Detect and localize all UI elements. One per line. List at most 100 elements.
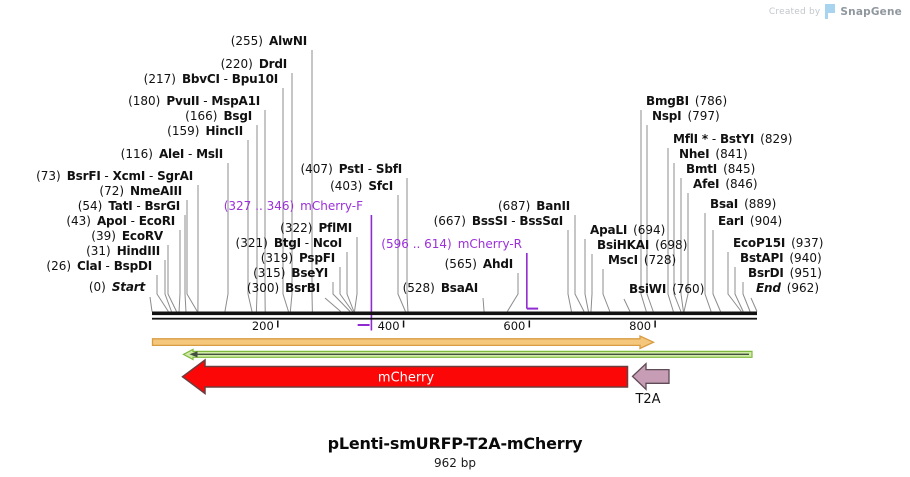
site-leader-line <box>506 273 519 312</box>
enzyme-site-label[interactable]: (403) SfcI <box>330 179 393 193</box>
site-leader-line <box>149 296 153 312</box>
enzyme-site-label[interactable]: (565) AhdI <box>444 257 514 271</box>
site-leader-line <box>332 282 351 312</box>
site-leader-line <box>397 195 406 312</box>
enzyme-site-label[interactable]: NspI (797) <box>652 109 720 123</box>
site-leader-line <box>584 239 589 312</box>
site-leader-line <box>750 297 758 312</box>
site-leader-line <box>339 267 354 312</box>
site-leader-line <box>164 260 172 312</box>
sequence-ruler-line <box>152 311 757 316</box>
enzyme-site-label[interactable]: (0) Start <box>88 280 145 294</box>
enzyme-site-label[interactable]: NheI (841) <box>679 147 748 161</box>
enzyme-site-label[interactable]: (217) BbvCI - Bpu10I <box>143 72 279 86</box>
enzyme-site-label[interactable]: BsiHKAI (698) <box>597 238 688 252</box>
enzyme-site-label[interactable]: (180) PvuII - MspA1I <box>128 94 260 108</box>
enzyme-site-label[interactable]: (73) BsrFI - XcmI - SgrAI <box>36 169 193 183</box>
enzyme-site-label[interactable]: (321) BtgI - NcoI <box>235 236 343 250</box>
snapgene-branding: Created by SnapGene <box>769 4 902 19</box>
site-leader-line <box>640 110 647 312</box>
snapgene-brand-text: SnapGene <box>840 5 902 18</box>
enzyme-site-label[interactable]: (300) BsrBI <box>246 281 320 295</box>
site-leader-line <box>590 254 593 312</box>
site-leader-line <box>623 298 631 312</box>
map-footer: pLenti-smURFP-T2A-mCherry 962 bp <box>0 434 910 470</box>
enzyme-site-label[interactable]: BstAPI (940) <box>740 251 822 265</box>
enzyme-site-label[interactable]: End (962) <box>756 281 820 295</box>
enzyme-site-label[interactable]: (116) AleI - MslI <box>120 147 224 161</box>
site-leader-line <box>324 297 341 312</box>
enzyme-site-label[interactable]: (43) ApoI - EcoRI <box>66 214 175 228</box>
site-leader-line <box>680 178 684 312</box>
enzyme-site-label[interactable]: (31) HindIII <box>86 244 160 258</box>
site-leader-line <box>289 73 293 312</box>
enzyme-site-label[interactable]: AfeI (846) <box>693 177 758 191</box>
enzyme-site-label[interactable]: EarI (904) <box>718 214 783 228</box>
enzyme-site-label[interactable]: (687) BanII <box>498 199 570 213</box>
enzyme-site-label[interactable]: (166) BsgI <box>185 109 252 123</box>
enzyme-site-label[interactable]: ApaLI (694) <box>590 223 666 237</box>
site-leader-line <box>346 252 355 312</box>
site-leader-line <box>683 193 689 312</box>
site-leader-line <box>574 215 585 312</box>
enzyme-site-label[interactable]: BmgBI (786) <box>646 94 728 108</box>
enzyme-site-label[interactable]: EcoP15I (937) <box>733 236 824 250</box>
site-leader-line <box>167 245 177 312</box>
site-leader-line <box>406 178 409 312</box>
site-leader-line <box>156 275 169 312</box>
feature-label-t2a: T2A <box>634 392 660 407</box>
feature-arrow-mcherry[interactable] <box>181 358 629 395</box>
site-leader-line <box>282 88 289 312</box>
enzyme-site-label[interactable]: (528) BsaAI <box>402 281 479 295</box>
plasmid-length: 962 bp <box>434 456 476 470</box>
feature-arrow-orange-track[interactable] <box>151 334 656 350</box>
enzyme-site-label[interactable]: BsrDI (951) <box>748 266 822 280</box>
site-leader-line <box>247 140 253 312</box>
feature-label-mcherry: mCherry <box>378 371 434 386</box>
enzyme-site-label[interactable]: (315) BseYI <box>253 266 328 280</box>
enzyme-site-label[interactable]: (322) PflMI <box>280 221 352 235</box>
enzyme-site-label[interactable]: (26) ClaI - BspDI <box>46 259 152 273</box>
enzyme-site-label[interactable]: BsiWI (760) <box>629 282 705 296</box>
green-track-inner-arrowhead <box>189 351 198 358</box>
site-leader-line <box>704 213 712 312</box>
enzyme-site-label[interactable]: (159) HincII <box>167 124 243 138</box>
sequence-ruler-line-bottom <box>152 317 757 320</box>
enzyme-site-label[interactable]: (667) BssSI - BssSαI <box>433 214 564 228</box>
site-leader-line <box>184 215 187 312</box>
enzyme-site-label[interactable]: MflI * - BstYI (829) <box>673 132 793 146</box>
enzyme-site-label[interactable]: (319) PspFI <box>260 251 335 265</box>
site-leader-line <box>567 230 572 312</box>
site-leader-line <box>354 237 358 312</box>
site-leader-line <box>712 230 721 312</box>
snapgene-logo-icon <box>825 4 836 19</box>
site-leader-line <box>742 282 751 312</box>
site-leader-line <box>673 163 682 312</box>
site-leader-line <box>224 163 229 312</box>
enzyme-site-label[interactable]: (54) TatI - BsrGI <box>77 199 180 213</box>
primer-label-mcherry-r[interactable]: (596 .. 614) mCherry-R <box>381 237 522 251</box>
site-leader-line <box>734 267 744 312</box>
site-leader-line <box>178 230 181 312</box>
enzyme-site-label[interactable]: (255) AlwNI <box>230 34 307 48</box>
created-by-text: Created by <box>768 6 821 17</box>
enzyme-site-label[interactable]: (220) DrdI <box>220 57 288 71</box>
site-leader-line <box>255 125 258 312</box>
enzyme-site-label[interactable]: (407) PstI - SbfI <box>300 162 402 176</box>
enzyme-site-label[interactable]: BsaI (889) <box>710 197 777 211</box>
site-leader-line <box>602 269 611 312</box>
plasmid-title: pLenti-smURFP-T2A-mCherry <box>327 434 583 453</box>
site-leader-line <box>667 148 674 312</box>
site-leader-line <box>186 200 198 312</box>
enzyme-site-label[interactable]: BmtI (845) <box>686 162 756 176</box>
primer-label-mcherry-f[interactable]: (327 .. 346) mCherry-F <box>223 199 363 213</box>
site-leader-line <box>727 252 742 312</box>
enzyme-site-label[interactable]: MscI (728) <box>608 253 677 267</box>
site-leader-line <box>646 125 654 312</box>
enzyme-site-label[interactable]: (39) EcoRV <box>91 229 163 243</box>
enzyme-site-label[interactable]: (72) NmeAIII <box>99 184 182 198</box>
feature-arrow-t2a[interactable] <box>631 362 670 391</box>
